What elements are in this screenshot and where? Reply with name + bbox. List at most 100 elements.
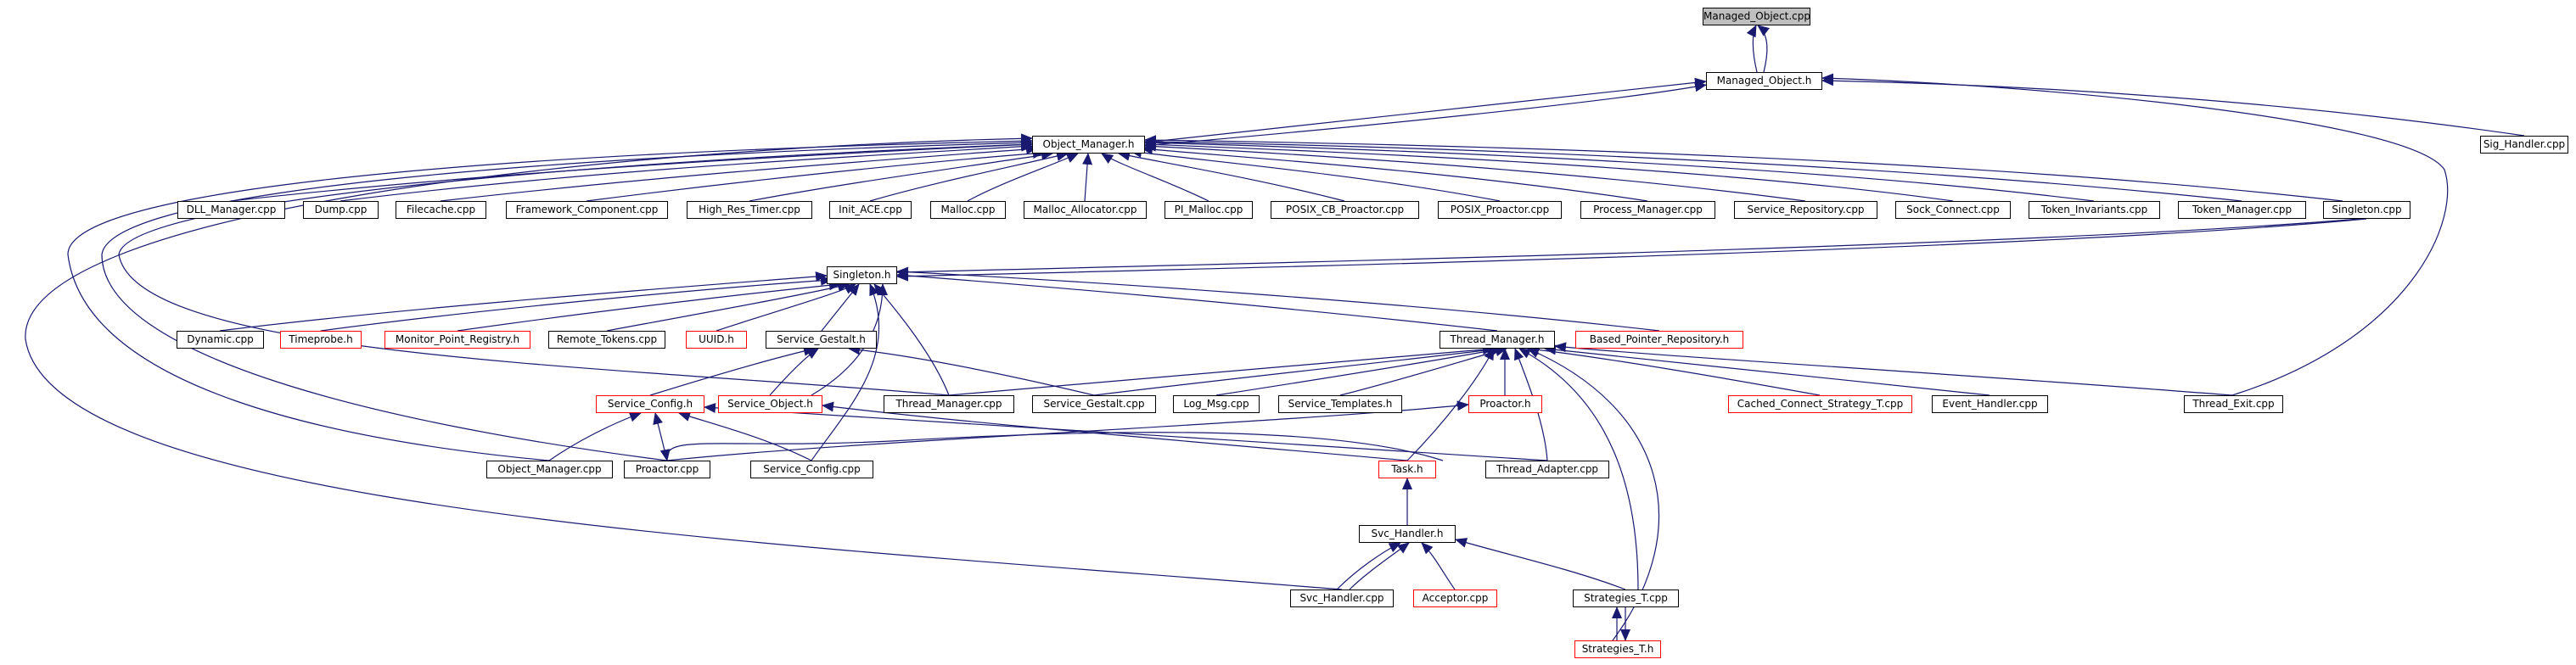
edge-filecache-to-object-manager-h: [440, 143, 1038, 202]
edge-object-manager-h-to-managed-object-h-b: [1141, 81, 1707, 147]
node-svc-handler-cpp[interactable]: Svc_Handler.cpp: [1290, 590, 1394, 607]
edge-service-templates-to-thread-manager-h: [1339, 346, 1507, 396]
node-singleton-h[interactable]: Singleton.h: [827, 266, 897, 284]
node-token-invariants-cpp[interactable]: Token_Invariants.cpp: [2029, 201, 2160, 219]
node-posix-cb-proactor-cpp[interactable]: POSIX_CB_Proactor.cpp: [1271, 201, 1419, 219]
edge-sock-connect-to-object-manager-h: [1144, 139, 1954, 202]
edge-sig-handler-to-managed-object-h: [1821, 75, 2525, 137]
edge-singleton-cpp-to-singleton-h: [896, 218, 2360, 277]
edge-service-config-cpp-to-singleton-h: [811, 283, 879, 461]
edge-high-res-timer-to-object-manager-h: [749, 150, 1053, 202]
edge-object-manager-h-to-managed-object-h: [1144, 77, 1707, 143]
edge-service-config-h-to-service-gestalt-h: [649, 346, 816, 396]
edge-pi-malloc-to-object-manager-h: [1101, 153, 1209, 202]
node-event-handler-cpp[interactable]: Event_Handler.cpp: [1932, 395, 2048, 413]
edge-posix-proactor-to-object-manager-h: [1130, 147, 1501, 202]
edge-uuid-to-singleton-h: [716, 283, 856, 332]
edge-log-msg-to-thread-manager-h: [1215, 345, 1503, 396]
node-service-config-h[interactable]: Service_Config.h: [596, 395, 704, 413]
node-based-pointer-repository-h[interactable]: Based_Pointer_Repository.h: [1575, 331, 1743, 349]
node-dynamic-cpp[interactable]: Dynamic.cpp: [177, 331, 264, 349]
edge-singleton-cpp-to-singleton-h-b: [896, 218, 2367, 282]
node-task-h[interactable]: Task.h: [1378, 461, 1436, 478]
node-cached-connect-strategy-t-cpp[interactable]: Cached_Connect_Strategy_T.cpp: [1728, 395, 1912, 413]
node-thread-adapter-cpp[interactable]: Thread_Adapter.cpp: [1485, 461, 1609, 478]
node-service-config-cpp[interactable]: Service_Config.cpp: [750, 461, 873, 478]
node-proactor-h[interactable]: Proactor.h: [1468, 395, 1542, 413]
edge-strategies-t-cpp-to-svc-handler-h: [1455, 538, 1626, 590]
node-log-msg-cpp[interactable]: Log_Msg.cpp: [1173, 395, 1260, 413]
edge-singleton-cpp-to-object-manager-h: [1144, 135, 2343, 202]
node-malloc-allocator-cpp[interactable]: Malloc_Allocator.cpp: [1024, 201, 1147, 219]
node-token-manager-cpp[interactable]: Token_Manager.cpp: [2178, 201, 2306, 219]
node-init-ace-cpp[interactable]: Init_ACE.cpp: [829, 201, 912, 219]
edge-svc-handler-cpp-to-object-manager-h: [25, 133, 1343, 590]
edge-malloc-to-object-manager-h: [967, 153, 1079, 202]
node-thread-exit-cpp[interactable]: Thread_Exit.cpp: [2184, 395, 2283, 413]
edge-thread-exit-to-thread-manager-h: [1554, 342, 2233, 396]
node-singleton-cpp[interactable]: Singleton.cpp: [2323, 201, 2410, 219]
edge-object-manager-cpp-to-object-manager-h: [67, 136, 1033, 461]
node-service-repository-cpp[interactable]: Service_Repository.cpp: [1734, 201, 1877, 219]
edge-svc-handler-cpp-to-svc-handler-h: [1336, 542, 1401, 590]
node-dump-cpp[interactable]: Dump.cpp: [303, 201, 379, 219]
edge-dump-to-object-manager-h: [340, 141, 1033, 202]
node-uuid-h[interactable]: UUID.h: [686, 331, 747, 349]
edge-svc-handler-cpp-to-svc-handler-h-b: [1349, 542, 1410, 590]
edge-task-h-to-service-object-h: [822, 401, 1408, 461]
edge-thread-manager-cpp-to-thread-manager-h: [948, 344, 1495, 396]
node-service-templates-h[interactable]: Service_Templates.h: [1278, 395, 1402, 413]
edge-service-object-h-to-service-gestalt-h: [769, 348, 819, 396]
node-dll-manager-cpp[interactable]: DLL_Manager.cpp: [177, 201, 285, 219]
node-pi-malloc-cpp[interactable]: PI_Malloc.cpp: [1165, 201, 1253, 219]
edge-managed-object-h-to-managed-object-cpp-b: [1757, 25, 1770, 73]
node-malloc-cpp[interactable]: Malloc.cpp: [930, 201, 1006, 219]
node-high-res-timer-cpp[interactable]: High_Res_Timer.cpp: [687, 201, 812, 219]
edge-service-gestalt-h-to-singleton-h: [821, 283, 860, 332]
node-framework-component-cpp[interactable]: Framework_Component.cpp: [506, 201, 668, 219]
edge-service-config-cpp-to-service-config-h: [678, 411, 812, 461]
node-acceptor-cpp[interactable]: Acceptor.cpp: [1413, 590, 1497, 607]
node-object-manager-cpp[interactable]: Object_Manager.cpp: [486, 461, 613, 478]
edge-posix-cb-proactor-to-object-manager-h: [1118, 150, 1345, 202]
edge-remote-tokens-to-singleton-h: [606, 282, 850, 332]
node-managed-object-cpp: Managed_Object.cpp: [1703, 8, 1810, 25]
node-service-object-h[interactable]: Service_Object.h: [718, 395, 822, 413]
node-strategies-t-cpp[interactable]: Strategies_T.cpp: [1573, 590, 1679, 607]
edge-dll-manager-to-object-manager-h: [230, 139, 1033, 202]
node-managed-object-h[interactable]: Managed_Object.h: [1706, 72, 1822, 90]
edge-strategies-t-cpp-to-thread-manager-h: [1518, 348, 1639, 590]
node-remote-tokens-cpp[interactable]: Remote_Tokens.cpp: [548, 331, 665, 349]
edge-token-manager-to-object-manager-h: [1144, 137, 2242, 202]
edge-thread-manager-cpp-to-object-manager-h: [118, 139, 1033, 396]
edge-proactor-cpp-to-object-manager-h: [101, 137, 1033, 461]
edge-monitor-point-registry-to-singleton-h: [457, 280, 841, 332]
edge-token-invariants-to-object-manager-h: [1144, 137, 2095, 202]
edge-dynamic-to-singleton-h: [219, 271, 828, 332]
edge-malloc-allocator-to-object-manager-h: [1082, 153, 1093, 202]
node-strategies-t-h[interactable]: Strategies_T.h: [1574, 640, 1661, 658]
node-object-manager-h[interactable]: Object_Manager.h: [1032, 136, 1145, 154]
node-service-gestalt-h[interactable]: Service_Gestalt.h: [766, 331, 877, 349]
dependency-edges: [25, 25, 2525, 641]
node-timeprobe-h[interactable]: Timeprobe.h: [280, 331, 362, 349]
edge-event-handler-to-thread-manager-h: [1544, 344, 1990, 396]
node-svc-handler-h[interactable]: Svc_Handler.h: [1359, 525, 1456, 543]
edge-based-pointer-repository-to-singleton-h: [896, 266, 1660, 332]
node-posix-proactor-cpp[interactable]: POSIX_Proactor.cpp: [1438, 201, 1562, 219]
edge-init-ace-to-object-manager-h: [869, 151, 1069, 202]
node-sock-connect-cpp[interactable]: Sock_Connect.cpp: [1895, 201, 2011, 219]
edge-managed-object-h-to-managed-object-cpp: [1746, 25, 1758, 73]
node-thread-manager-h[interactable]: Thread_Manager.h: [1440, 331, 1555, 349]
edge-thread-exit-to-managed-object-h: [1821, 73, 2449, 396]
node-thread-manager-cpp[interactable]: Thread_Manager.cpp: [884, 395, 1014, 413]
node-proactor-cpp[interactable]: Proactor.cpp: [624, 461, 710, 478]
node-filecache-cpp[interactable]: Filecache.cpp: [396, 201, 486, 219]
node-service-gestalt-cpp[interactable]: Service_Gestalt.cpp: [1032, 395, 1156, 413]
edge-service-object-h-to-singleton-h-faint: [811, 283, 888, 396]
edge-service-repository-to-object-manager-h: [1144, 141, 1806, 202]
node-sig-handler-cpp[interactable]: Sig_Handler.cpp: [2480, 136, 2568, 154]
node-process-manager-cpp[interactable]: Process_Manager.cpp: [1580, 201, 1715, 219]
node-monitor-point-registry-h[interactable]: Monitor_Point_Registry.h: [384, 331, 530, 349]
